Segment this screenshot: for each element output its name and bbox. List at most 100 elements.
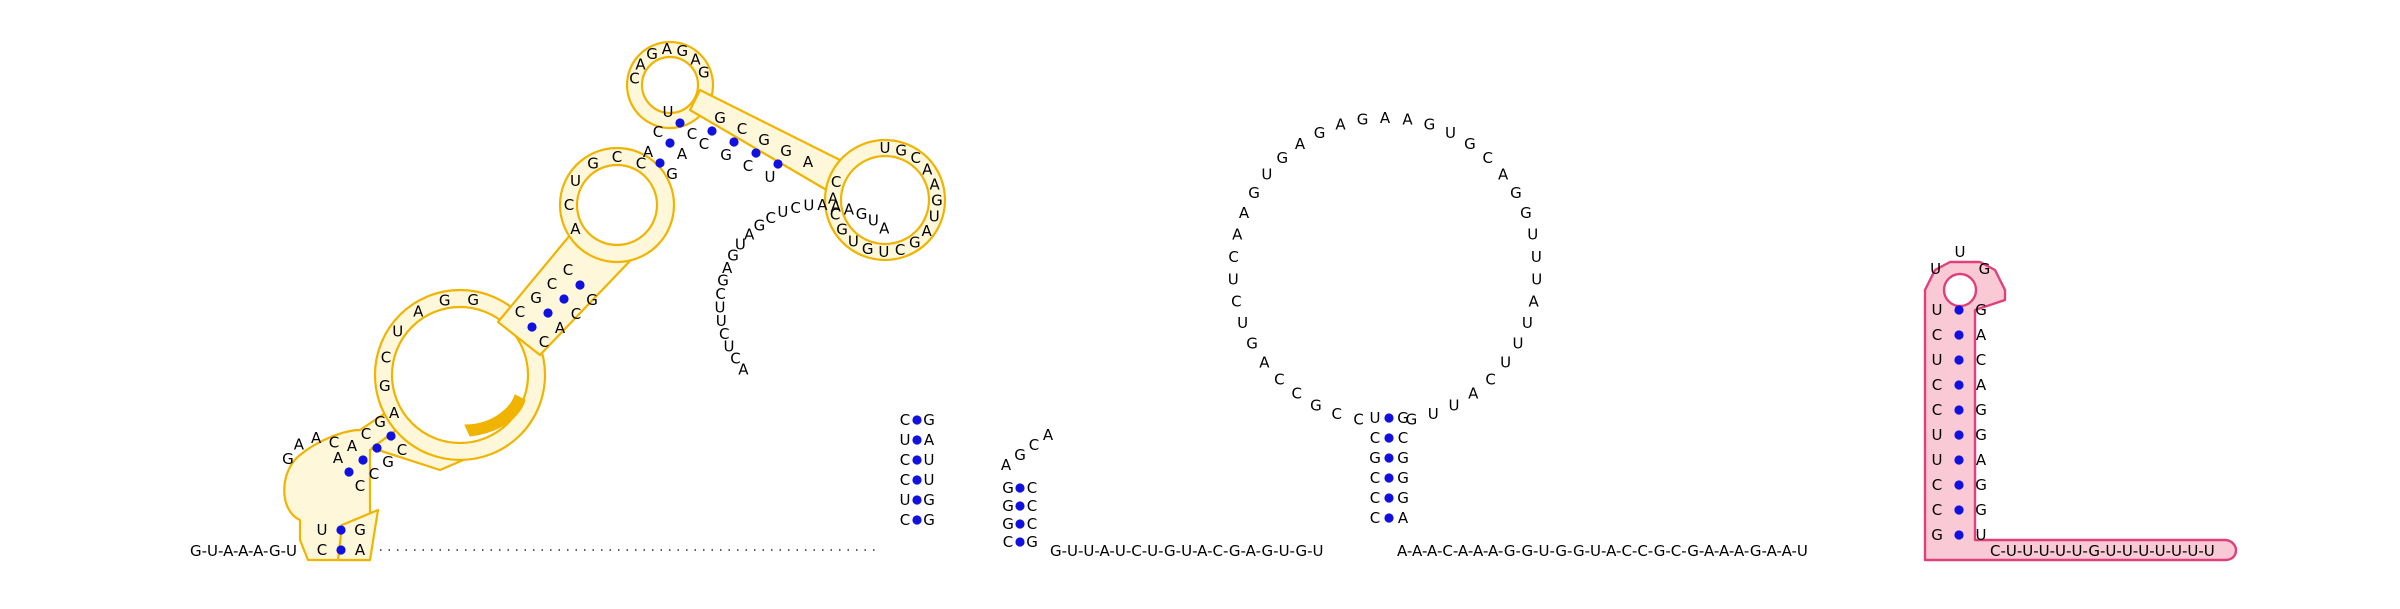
left-stem-1-right: G bbox=[354, 521, 366, 539]
big-loop: U bbox=[1531, 270, 1542, 288]
tail-text: C-U-U-U-U-U-G-U-U-U-U-U-U-U bbox=[1990, 542, 2215, 560]
pink-hairpin-stem-left: C bbox=[1932, 501, 1942, 519]
left-stem-1-right: A bbox=[355, 541, 366, 559]
big-loop: G bbox=[1314, 124, 1326, 142]
left-stem-3-right: G bbox=[666, 165, 678, 183]
big-loop: C bbox=[1274, 370, 1284, 388]
base-pair-dot bbox=[386, 431, 396, 441]
base-pair-dot bbox=[344, 467, 354, 477]
backbone-3prime-text: A-A-A-C-A-A-A-G-G-U-G-G-U-A-C-C-G-C-G-A-… bbox=[1397, 542, 1808, 560]
yellow-highlight-region bbox=[283, 40, 947, 562]
big-loop-stem-left: C bbox=[1370, 509, 1380, 527]
pink-hairpin-stem-right: A bbox=[1976, 376, 1987, 394]
pink-hairpin-stem-left: G bbox=[1931, 526, 1943, 544]
base-pair-dot bbox=[1954, 405, 1964, 415]
left-loop-c: A bbox=[570, 220, 581, 238]
pink-hairpin-stem-left: U bbox=[1932, 301, 1943, 319]
middle-lower-stem-right: U bbox=[924, 451, 935, 469]
big-loop: G bbox=[1310, 396, 1322, 414]
big-loop: C bbox=[1291, 385, 1301, 403]
big-loop-stem-right: G bbox=[1397, 469, 1409, 487]
left-loop-c: G bbox=[587, 154, 599, 172]
left-diag-stem-right: C bbox=[369, 465, 379, 483]
left-hairpin-a: G bbox=[282, 450, 294, 468]
base-pair-dot bbox=[358, 455, 368, 465]
left-diag-stem-right: C bbox=[397, 441, 407, 459]
base-pair-dot bbox=[773, 159, 783, 169]
left-top-loop: G bbox=[677, 42, 689, 60]
big-loop: A bbox=[1239, 204, 1250, 222]
base-pair-dot bbox=[1954, 505, 1964, 515]
middle-loop: U bbox=[803, 197, 814, 215]
left-stem-3-left: C bbox=[653, 123, 663, 141]
small-hairpin-stem-right: C bbox=[1027, 515, 1037, 533]
big-loop: G bbox=[1406, 411, 1418, 429]
middle-lower-stem-left: C bbox=[900, 471, 910, 489]
base-pair-dot bbox=[559, 294, 569, 304]
base-pair-dot bbox=[729, 137, 739, 147]
big-loop: C bbox=[1485, 370, 1495, 388]
pink-hairpin-stem-right: G bbox=[1975, 426, 1987, 444]
middle-loop: A bbox=[738, 360, 749, 378]
left-top-stem-right: U bbox=[765, 168, 776, 186]
left-stem-1-left: U bbox=[317, 521, 328, 539]
middle-loop: C bbox=[730, 349, 740, 367]
left-loop-b: U bbox=[392, 322, 403, 340]
small-hairpin-loop: A bbox=[1001, 456, 1012, 474]
pink-hairpin-stem-right: A bbox=[1976, 451, 1987, 469]
pink-hairpin-stem-right: A bbox=[1976, 326, 1987, 344]
big-loop: A bbox=[1380, 109, 1391, 127]
base-pair-dot bbox=[1954, 455, 1964, 465]
base-pair-dots bbox=[336, 118, 1964, 555]
backbone-5prime-text: G-U-A-A-A-G-U bbox=[190, 542, 297, 560]
left-loop-b: G bbox=[439, 292, 451, 310]
big-loop: G bbox=[1246, 335, 1258, 353]
middle-loop: C bbox=[715, 285, 725, 303]
big-loop-stem-left: G bbox=[1369, 449, 1381, 467]
pink-hairpin-stem-left: C bbox=[1932, 376, 1942, 394]
middle-lower-stem-left: C bbox=[900, 411, 910, 429]
base-pair-dot bbox=[751, 148, 761, 158]
small-hairpin-stem-left: G bbox=[1002, 479, 1014, 497]
base-pair-dot bbox=[1384, 473, 1394, 483]
middle-lower-stem-right: G bbox=[923, 411, 935, 429]
left-side-loop: A bbox=[921, 222, 932, 240]
left-stem-2-left: C bbox=[547, 275, 557, 293]
middle-loop: U bbox=[868, 211, 879, 229]
base-pair-dot bbox=[1954, 430, 1964, 440]
base-pair-dot bbox=[665, 138, 675, 148]
middle-lower-stem-left: U bbox=[900, 491, 911, 509]
left-top-loop: A bbox=[635, 55, 646, 73]
backbone-mid-text: G-U-U-A-U-C-U-G-U-A-C-G-A-G-U-G-U bbox=[1050, 542, 1324, 560]
big-loop-stem-right: G bbox=[1397, 489, 1409, 507]
left-hairpin-a: C bbox=[329, 433, 339, 451]
pink-hairpin-stem-right: G bbox=[1975, 476, 1987, 494]
small-hairpin-loop: C bbox=[1029, 436, 1039, 454]
left-side-loop: C bbox=[911, 149, 921, 167]
middle-loop: A bbox=[831, 197, 842, 215]
middle-loop: G bbox=[754, 216, 766, 234]
pink-hairpin-stem-left: C bbox=[1932, 476, 1942, 494]
base-pair-dot bbox=[1384, 513, 1394, 523]
pink-hairpin-loop: U bbox=[1955, 243, 1966, 261]
middle-loop: U bbox=[715, 298, 726, 316]
left-top-stem-right: C bbox=[743, 157, 753, 175]
left-side-loop: G bbox=[931, 192, 943, 210]
big-loop: G bbox=[1424, 116, 1436, 134]
small-hairpin-loop: G bbox=[1014, 446, 1026, 464]
big-loop-stem-left: C bbox=[1370, 469, 1380, 487]
middle-lower-stem-left: U bbox=[900, 431, 911, 449]
middle-lower-stem-right: A bbox=[924, 431, 935, 449]
base-pair-dot bbox=[1954, 530, 1964, 540]
base-pair-dot bbox=[912, 415, 922, 425]
small-hairpin-stem-right: C bbox=[1027, 497, 1037, 515]
middle-loop: G bbox=[856, 205, 868, 223]
left-top-stem-left: G bbox=[758, 131, 770, 149]
left-stem-2-left: G bbox=[530, 289, 542, 307]
big-loop-stem-left: C bbox=[1370, 489, 1380, 507]
pink-hairpin-stem-left: C bbox=[1932, 326, 1942, 344]
big-loop: U bbox=[1428, 405, 1439, 423]
big-loop-stem-right: A bbox=[1398, 509, 1409, 527]
left-stem-2-right: C bbox=[571, 305, 581, 323]
